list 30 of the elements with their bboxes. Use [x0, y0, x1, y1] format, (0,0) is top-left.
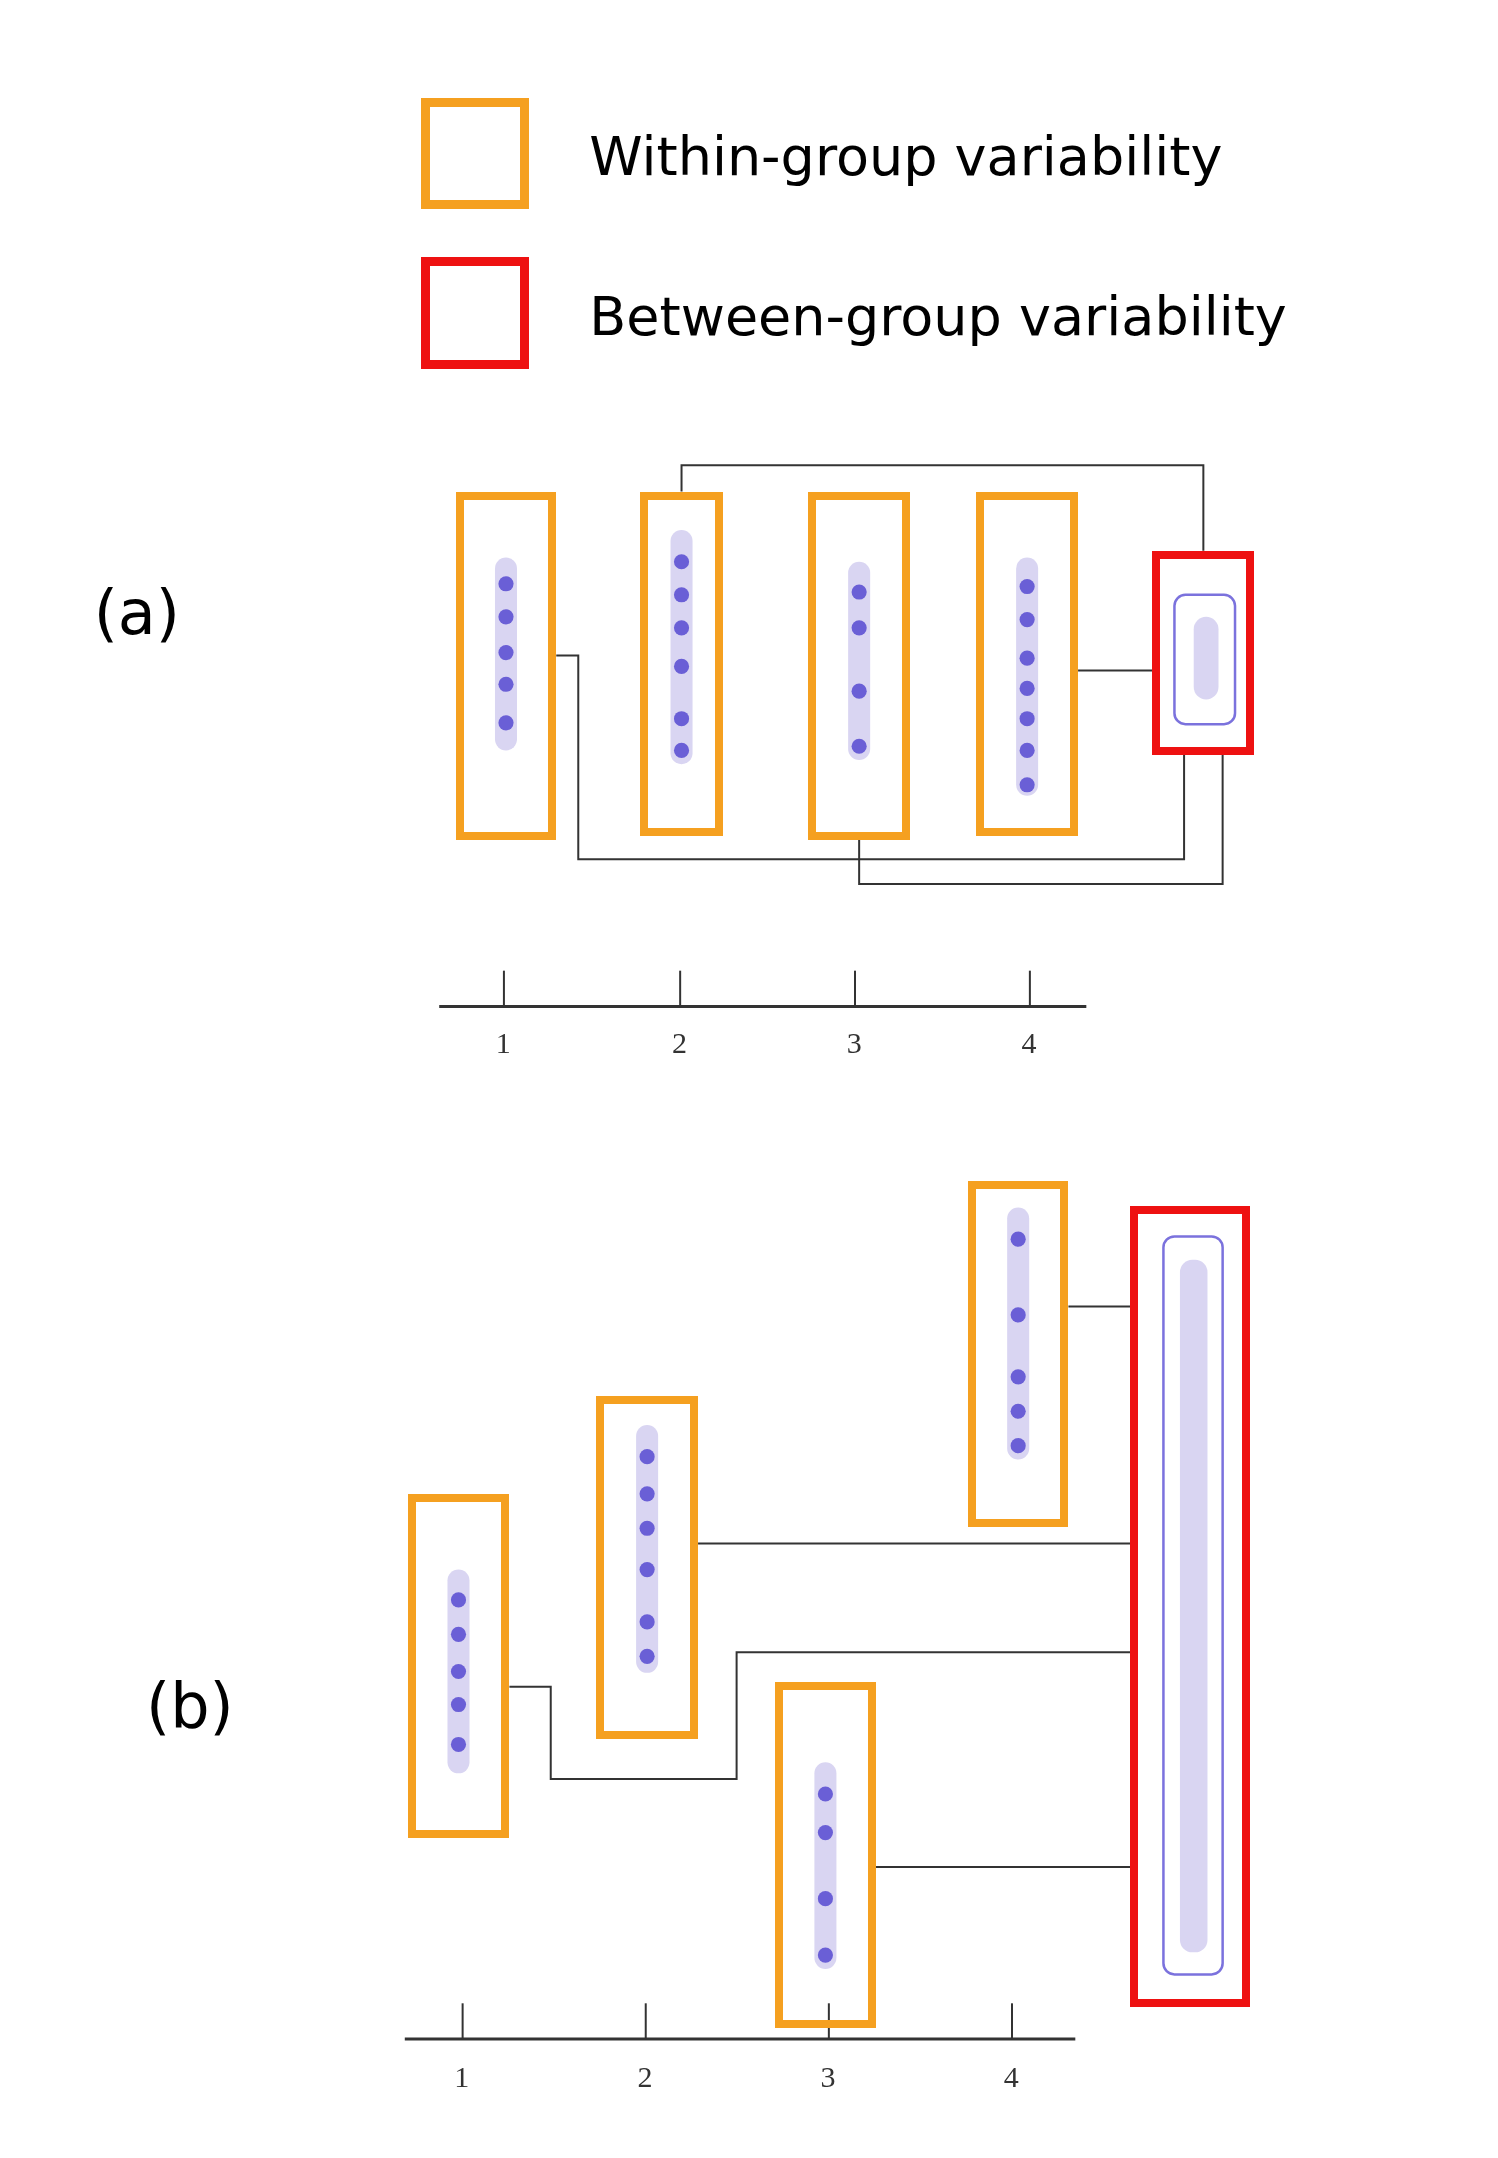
legend-text: Within-group variability: [589, 125, 1223, 189]
connector-line: [680, 464, 1205, 552]
group-box: [808, 491, 911, 840]
pooled-box: [1130, 1206, 1251, 2008]
panel-label: (b): [145, 1668, 234, 1742]
tick-label: 4: [1003, 2059, 1019, 2094]
tick-label: 4: [1021, 1025, 1037, 1060]
connector-line: [508, 1651, 1132, 1780]
group-box: [976, 491, 1079, 836]
group-box: [640, 491, 723, 836]
panel-label: (a): [93, 575, 180, 649]
connector-line: [1067, 1305, 1132, 1308]
connector-line: [1077, 669, 1154, 672]
connector-line: [697, 1542, 1132, 1545]
connector-line: [874, 1866, 1132, 1868]
tick-label: 3: [846, 1025, 862, 1060]
tick-label: 3: [820, 2059, 836, 2094]
tick-label: 1: [495, 1025, 511, 1060]
connector-line: [858, 753, 1224, 885]
group-box: [596, 1396, 699, 1739]
tick-label: 2: [637, 2059, 653, 2094]
group-box: [455, 491, 557, 840]
tick-label: 2: [671, 1025, 687, 1060]
group-box: [967, 1181, 1069, 1527]
group-box: [407, 1493, 510, 1839]
legend-text: Between-group variability: [589, 285, 1287, 348]
connector-line: [555, 654, 1186, 861]
pooled-box: [1152, 550, 1255, 755]
group-box: [775, 1682, 876, 2029]
tick-label: 1: [454, 2059, 470, 2094]
